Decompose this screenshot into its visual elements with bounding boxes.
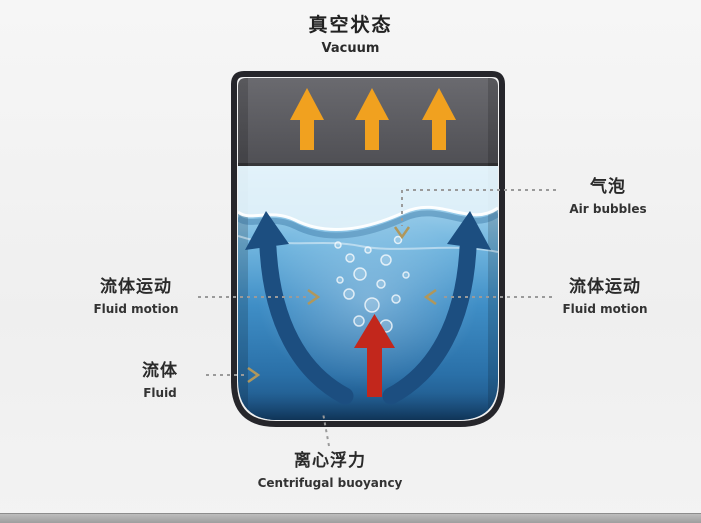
leader-chevrons (247, 226, 437, 384)
vacuum-arrows (290, 88, 456, 150)
vacuum-arrow-3-icon (422, 88, 456, 150)
chevron-left-icon (423, 288, 437, 306)
label-fluid-motion-right: 流体运动 Fluid motion (540, 277, 670, 316)
fluid-arrow-left-head-icon (245, 211, 289, 250)
chevron-down-icon (393, 226, 411, 240)
bubbles-icon (334, 235, 410, 333)
label-centrifugal-buoyancy: 离心浮力 Centrifugal buoyancy (230, 451, 430, 490)
wave-highlight (238, 166, 498, 230)
diagram-title: 真空状态 Vacuum (0, 10, 701, 56)
fluid-circulation-arrows (245, 211, 491, 405)
vacuum-arrow-1-icon (290, 88, 324, 150)
fluid-arrow-right-head-icon (447, 211, 491, 250)
label-fluid-motion-right-en: Fluid motion (562, 301, 648, 316)
container-outline (231, 71, 505, 427)
label-air-bubbles-zh: 气泡 (590, 177, 626, 197)
leader-lines (198, 189, 556, 447)
label-fluid-motion-left-zh: 流体运动 (100, 277, 172, 297)
chevron-right-icon (307, 288, 321, 306)
buoyancy-arrow-icon (354, 314, 395, 397)
vacuum-arrow-2-icon (355, 88, 389, 150)
leader-air-bubbles (401, 189, 556, 226)
fluid-arrow-left-icon (259, 239, 354, 405)
label-fluid-motion-left-en: Fluid motion (93, 301, 179, 316)
label-air-bubbles: 气泡 Air bubbles (548, 177, 668, 216)
label-air-bubbles-en: Air bubbles (569, 201, 647, 216)
right-shade (488, 78, 498, 420)
label-fluid: 流体 Fluid (110, 361, 210, 400)
title-en: Vacuum (321, 41, 380, 56)
leader-centrifugal (322, 412, 330, 447)
left-shade (238, 78, 248, 420)
label-centrifugal-buoyancy-zh: 离心浮力 (294, 451, 366, 471)
label-fluid-en: Fluid (143, 385, 177, 400)
chevron-right-icon (247, 366, 261, 384)
label-fluid-zh: 流体 (142, 361, 178, 381)
label-fluid-motion-left: 流体运动 Fluid motion (75, 277, 197, 316)
page-bottom-strip (0, 513, 701, 523)
zone-divider (238, 163, 498, 166)
fluid-arrow-right-icon (382, 239, 477, 405)
label-fluid-motion-right-zh: 流体运动 (569, 277, 641, 297)
title-zh: 真空状态 (308, 14, 393, 36)
label-centrifugal-buoyancy-en: Centrifugal buoyancy (257, 475, 403, 490)
container-interior (238, 78, 498, 420)
